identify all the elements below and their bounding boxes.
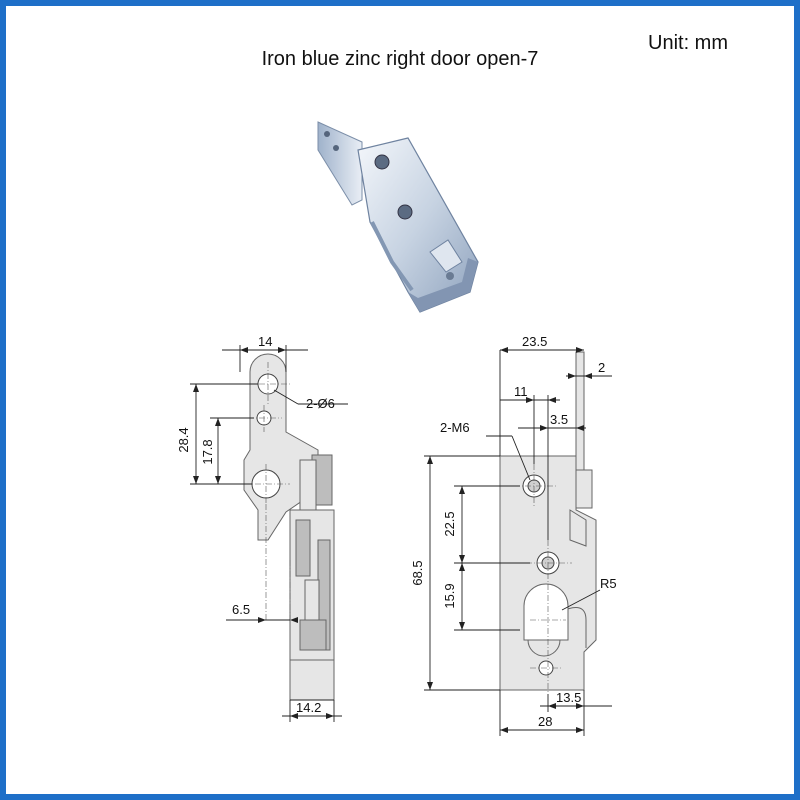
side-view-drawing: 14 2-Ø6 28.4 17.8 6.5 14.2 xyxy=(176,334,348,722)
dim-side-hole-note: 2-Ø6 xyxy=(306,396,335,411)
page-title: Iron blue zinc right door open-7 xyxy=(261,48,539,70)
dim-front-width-13-5: 13.5 xyxy=(556,690,581,705)
dim-front-height-68-5: 68.5 xyxy=(410,560,425,585)
dim-side-width-bottom: 14.2 xyxy=(296,700,321,715)
zinc-latch-photo xyxy=(317,121,479,313)
dim-front-radius: R5 xyxy=(600,576,617,591)
dim-side-offset-6-5: 6.5 xyxy=(232,602,250,617)
unit-label: Unit: mm xyxy=(648,32,728,54)
dim-front-offset-3-5: 3.5 xyxy=(550,412,568,427)
dim-front-pitch-15-9: 15.9 xyxy=(442,583,457,608)
dim-side-height-17-8: 17.8 xyxy=(200,439,215,464)
dim-front-thread-note: 2-M6 xyxy=(440,420,470,435)
dim-front-pitch-22-5: 22.5 xyxy=(442,511,457,536)
dim-front-width-total: 23.5 xyxy=(522,334,547,349)
dim-front-hole-offset: 11 xyxy=(514,384,528,399)
dim-front-plate-thickness: 2 xyxy=(598,360,605,375)
dim-front-width-28: 28 xyxy=(538,714,552,729)
dim-side-width-top: 14 xyxy=(258,334,272,349)
dim-side-height-28-4: 28.4 xyxy=(176,427,191,452)
front-view-drawing: 23.5 2 11 3.5 2-M6 68.5 22.5 15.9 R5 13.… xyxy=(410,334,617,736)
